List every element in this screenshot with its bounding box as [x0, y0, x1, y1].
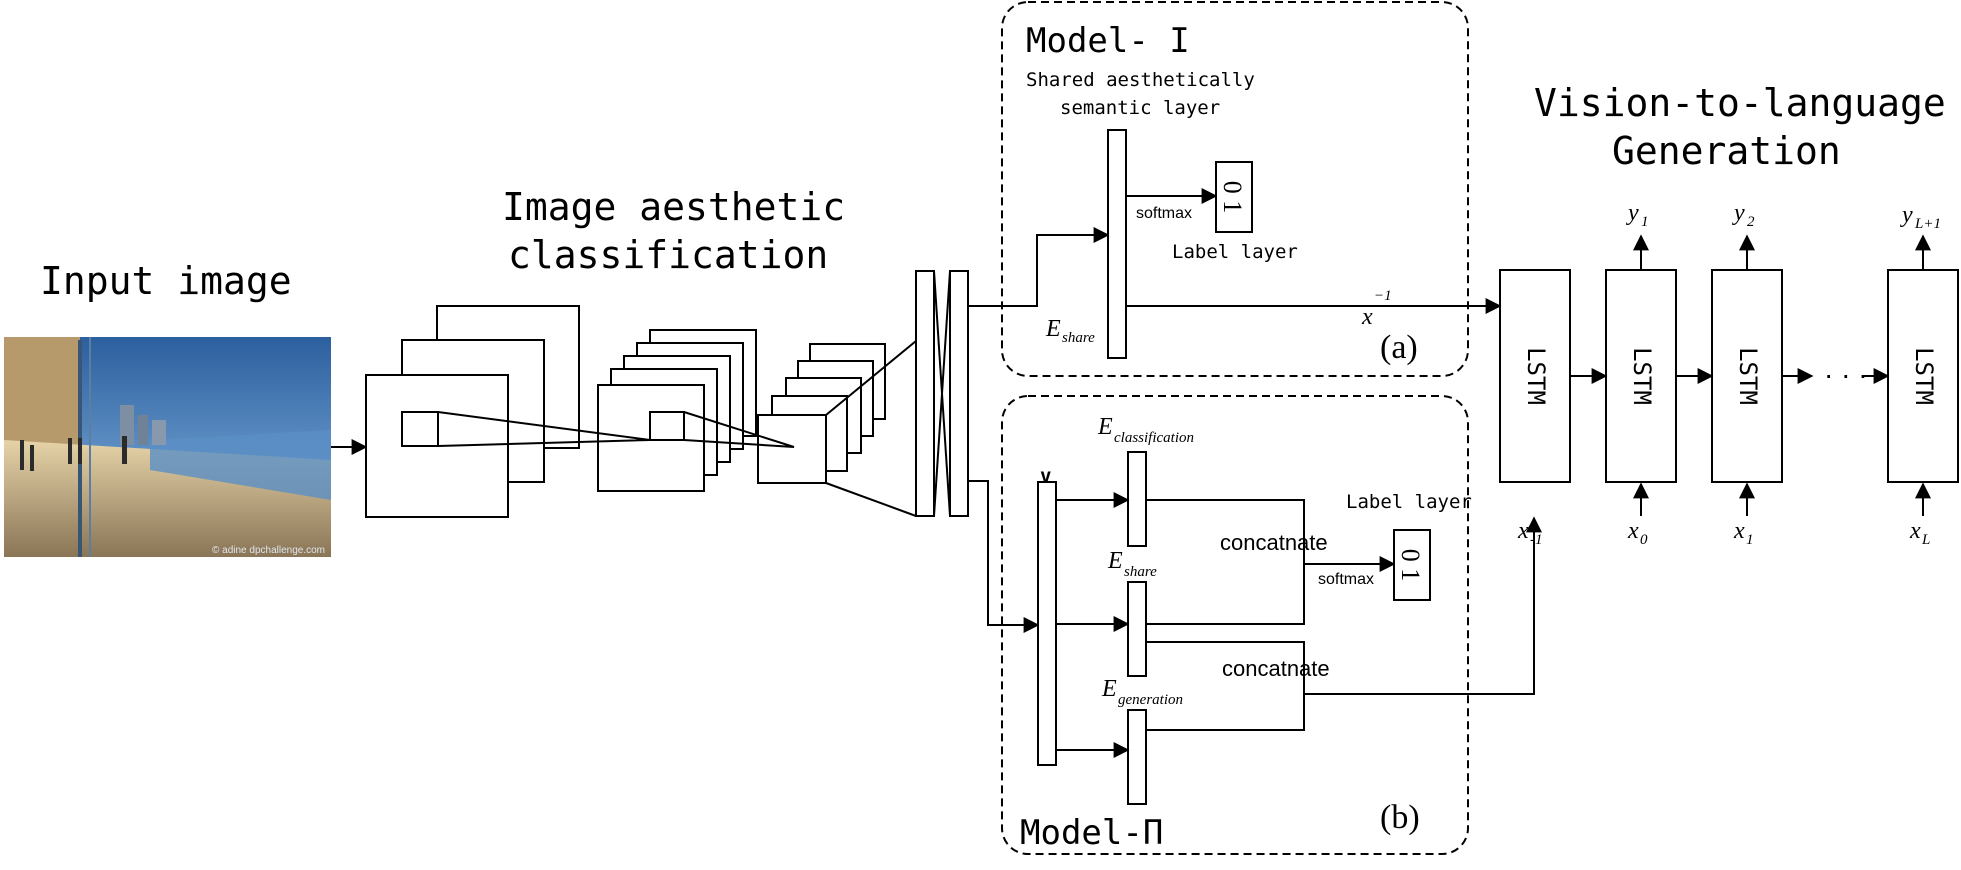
svg-text:y: y — [1626, 200, 1639, 226]
yL1-label: y L+1 — [1900, 202, 1941, 232]
svg-text:E: E — [1045, 316, 1061, 342]
panel-a-label: (a) — [1380, 329, 1418, 366]
to-model2-arrow — [968, 480, 1040, 633]
aesthetic-heading-line1: Image aesthetic — [502, 185, 845, 229]
lstm-cell-2-label: LSTM — [1628, 347, 1656, 405]
svg-text:E: E — [1107, 548, 1123, 574]
svg-text:y: y — [1900, 202, 1913, 228]
vision-heading-line1: Vision-to-language — [1534, 81, 1946, 125]
svg-text:E: E — [1101, 676, 1117, 702]
lstm-cell-1-label: LSTM — [1522, 347, 1550, 405]
fc-layer-1 — [915, 270, 935, 517]
label-layer-box-b — [1393, 529, 1431, 601]
svg-text:2: 2 — [1747, 214, 1755, 230]
lstm-cell-4-label: LSTM — [1910, 347, 1938, 405]
model-2-title: Model-Π — [1020, 813, 1163, 853]
concat-label-2: concatnate — [1222, 656, 1330, 681]
svg-text:1: 1 — [1746, 532, 1754, 548]
concat-bracket-1 — [1146, 499, 1305, 625]
fc-layer-2 — [949, 270, 969, 517]
e-generation-bar — [1127, 709, 1147, 805]
vision-heading-line2: Generation — [1612, 129, 1841, 173]
model-2-panel: Model-Π v E classification E share E gen… — [1001, 395, 1542, 855]
aesthetic-heading-line2: classification — [508, 233, 828, 277]
e-classification-bar — [1127, 451, 1147, 547]
svg-text:E: E — [1097, 414, 1113, 440]
y2-label: y 2 — [1732, 200, 1755, 230]
lstm-cell-2 — [1605, 269, 1677, 483]
svg-text:y: y — [1732, 200, 1745, 226]
ellipsis: · · · — [1824, 359, 1868, 390]
lstm-chain: LSTM LSTM LSTM LSTM · · · y 1 y 2 y L+1 — [1499, 200, 1959, 548]
e-generation: E generation — [1101, 676, 1183, 708]
x1-label: x 1 — [1733, 518, 1754, 548]
lstm-cell-3-label: LSTM — [1734, 347, 1762, 405]
svg-text:L+1: L+1 — [1914, 216, 1941, 232]
label-layer-text-a: Label layer — [1172, 241, 1298, 263]
cnn-layers — [331, 227, 1110, 633]
x-minus-1-input-label: x -1 — [1517, 518, 1543, 548]
svg-text:share: share — [1062, 330, 1095, 346]
panel-b-label: (b) — [1380, 799, 1420, 836]
conv2-map-1 — [597, 384, 705, 492]
model-1-title: Model- I — [1026, 21, 1190, 61]
softmax-label-b: softmax — [1318, 571, 1374, 588]
concat-bracket-2 — [1146, 641, 1305, 731]
svg-text:classification: classification — [1114, 430, 1194, 446]
concat-label-1: concatnate — [1220, 530, 1328, 555]
svg-text:x: x — [1361, 304, 1373, 330]
label-digits-b: 0 1 — [1396, 549, 1425, 582]
conv1-projection — [437, 411, 651, 447]
softmax-label-a: softmax — [1136, 205, 1192, 222]
v-label: v — [1040, 465, 1051, 487]
e-classification: E classification — [1097, 414, 1194, 446]
v-bar — [1037, 481, 1057, 766]
xL-label: x L — [1909, 518, 1930, 548]
svg-text:x: x — [1909, 518, 1921, 544]
e-share-bar — [1127, 581, 1147, 677]
x-minus-1-a: x −1 — [1361, 288, 1392, 330]
svg-text:x: x — [1733, 518, 1745, 544]
model-1-panel: Model- I Shared aesthetically semantic l… — [1001, 1, 1502, 377]
svg-text:1: 1 — [1641, 214, 1649, 230]
svg-text:x: x — [1627, 518, 1639, 544]
lstm-cell-4 — [1887, 269, 1959, 483]
conv2-projection — [683, 411, 795, 448]
conv2-kernel — [649, 411, 685, 441]
svg-text:L: L — [1921, 532, 1930, 548]
input-image-heading: Input image — [40, 259, 292, 303]
lstm-cell-1 — [1499, 269, 1571, 483]
label-layer-text-b: Label layer — [1346, 491, 1472, 513]
conv1-kernel — [401, 411, 439, 447]
svg-text:share: share — [1124, 564, 1157, 580]
shared-layer-label-2: semantic layer — [1060, 97, 1220, 119]
generation-to-lstm-arrow — [1304, 516, 1542, 695]
svg-text:−1: −1 — [1374, 288, 1392, 304]
photo-watermark: © adine dpchallenge.com — [212, 545, 325, 556]
label-layer-box-a — [1215, 161, 1253, 233]
y1-label: y 1 — [1626, 200, 1649, 230]
svg-text:generation: generation — [1118, 692, 1183, 708]
e-share-a: E share — [1045, 316, 1095, 346]
label-digits-a: 0 1 — [1218, 181, 1247, 214]
e-share-b: E share — [1107, 548, 1157, 580]
svg-text:-1: -1 — [1530, 532, 1543, 548]
shared-layer-bar — [1107, 129, 1127, 359]
svg-text:x: x — [1517, 518, 1529, 544]
svg-text:0: 0 — [1640, 532, 1648, 548]
shared-layer-label-1: Shared aesthetically — [1026, 69, 1255, 91]
input-photo: © adine dpchallenge.com — [4, 337, 331, 557]
to-model1-arrow — [968, 227, 1110, 307]
x0-label: x 0 — [1627, 518, 1648, 548]
conv3-map-1 — [757, 414, 827, 484]
